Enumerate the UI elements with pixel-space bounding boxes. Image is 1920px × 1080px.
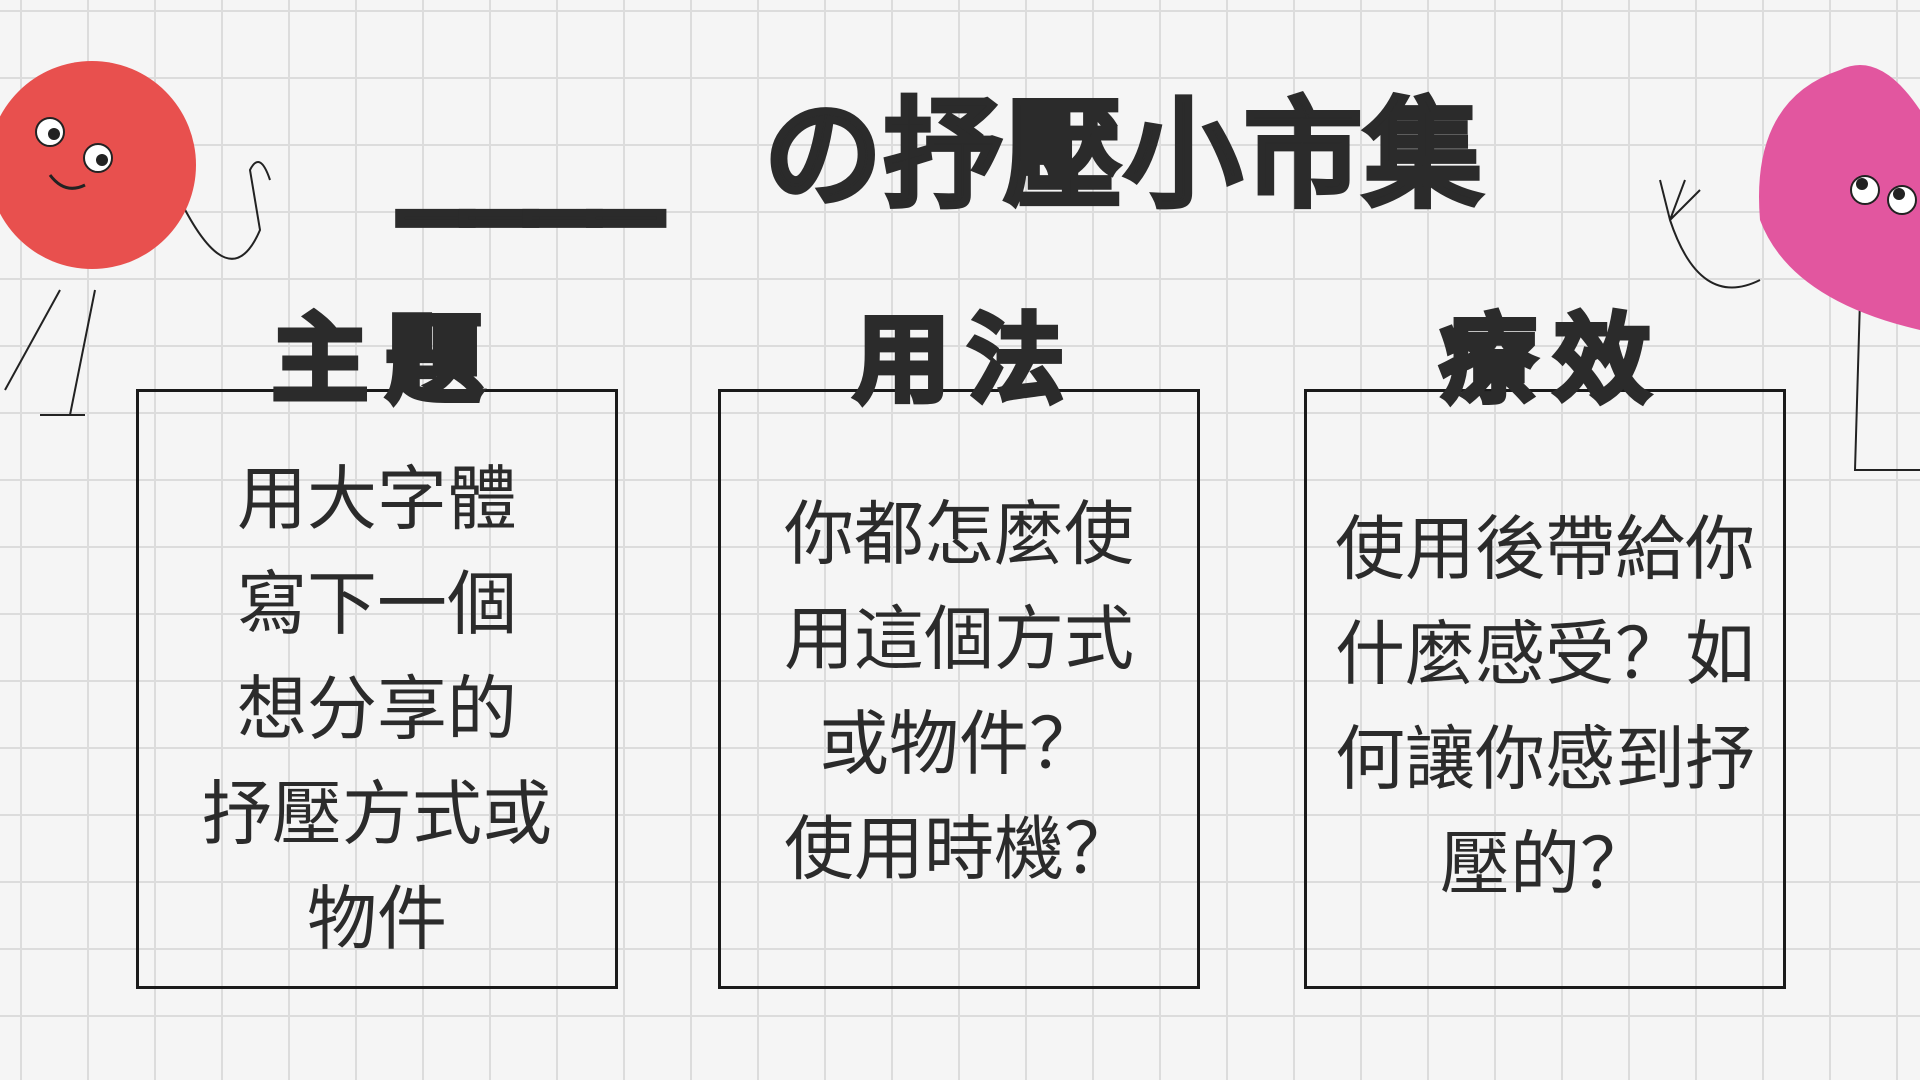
title-text: の抒壓小市集 [762, 84, 1485, 226]
effect-body: 使用後帶給你 什麼感受？如 何讓你感到抒 壓的？ [1304, 497, 1786, 917]
usage-body: 你都怎麼使 用這個方式 或物件？ 使用時機？ [718, 482, 1200, 902]
body-line: 用大字體 [237, 458, 517, 540]
usage-box [718, 389, 1200, 989]
body-line: 什麼感受？如 [1335, 613, 1755, 695]
body-line: 使用時機？ [784, 808, 1134, 890]
body-line: 抒壓方式或 [202, 773, 552, 855]
body-line: 何讓你感到抒 [1335, 718, 1755, 800]
body-line: 用這個方式 [784, 598, 1134, 680]
topic-heading: 主題 [270, 302, 500, 419]
effect-box [1304, 389, 1786, 989]
topic-body: 用大字體 寫下一個 想分享的 抒壓方式或 物件 [136, 447, 618, 972]
body-line: 想分享的 [237, 668, 517, 750]
body-line: 你都怎麼使 [784, 493, 1134, 575]
red-circle-character-icon [0, 61, 271, 416]
body-line: 或物件？ [819, 703, 1099, 785]
page-title: ____ の抒壓小市集 [395, 80, 1485, 230]
title-blank-line: ____ [395, 82, 666, 228]
body-line: 物件 [307, 878, 447, 960]
effect-heading: 療效 [1438, 302, 1668, 419]
usage-heading: 用法 [852, 302, 1082, 419]
pink-heart-character-icon [1659, 65, 1920, 471]
body-line: 壓的？ [1440, 823, 1650, 905]
body-line: 寫下一個 [237, 563, 517, 645]
body-line: 使用後帶給你 [1335, 508, 1755, 590]
topic-box [136, 389, 618, 989]
